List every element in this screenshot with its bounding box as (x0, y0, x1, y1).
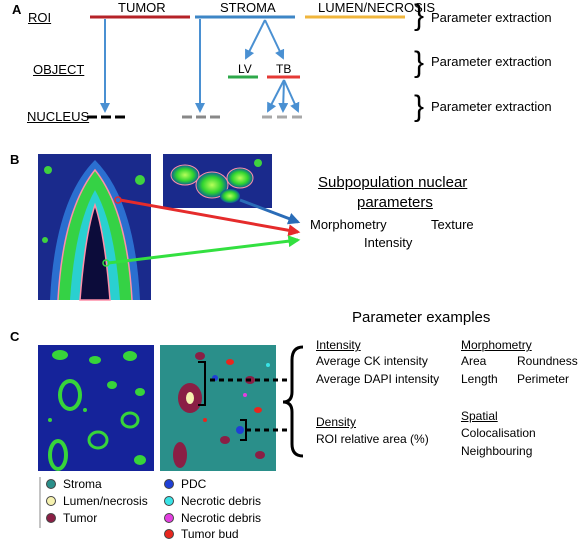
feature-intensity: Intensity (364, 235, 413, 250)
tb-nucleus-arrow-2 (278, 79, 289, 113)
density-item-area: ROI relative area (%) (316, 432, 429, 446)
group-density-heading: Density (316, 415, 357, 429)
legend-item-lumen-necrosis: Lumen/necrosis (46, 494, 148, 508)
object-lv-label: LV (238, 62, 252, 76)
morphometry-item-perimeter: Perimeter (517, 372, 570, 386)
small-bracket (198, 361, 206, 406)
legend-swatch (46, 513, 56, 523)
extraction-label-1: Parameter extraction (431, 10, 552, 25)
intensity-item-dapi: Average DAPI intensity (316, 372, 440, 386)
intensity-item-ck: Average CK intensity (316, 354, 428, 368)
legend-item-necrotic-debris-cyan: Necrotic debris (164, 494, 261, 508)
extraction-label-2: Parameter extraction (431, 54, 552, 69)
bud-image (163, 154, 272, 208)
legend-label: Tumor bud (181, 527, 239, 541)
spatial-item-colocalisation: Colocalisation (461, 426, 536, 440)
legend-swatch (164, 513, 174, 523)
region-lumen-label: LUMEN/NECROSIS (318, 0, 436, 15)
legend-item-stroma: Stroma (46, 477, 102, 491)
morphometry-item-roundness: Roundness (517, 354, 578, 368)
legend-item-tumor: Tumor (46, 511, 97, 525)
tb-nucleus-arrow-3 (283, 79, 300, 113)
region-stroma-label: STROMA (220, 0, 276, 15)
panel-a-letter: A (12, 2, 22, 17)
brace-2: } (414, 46, 424, 79)
legend-label: Lumen/necrosis (63, 494, 148, 508)
object-tb-label: TB (276, 62, 292, 76)
legend-label: PDC (181, 477, 207, 491)
legend-label: Necrotic debris (181, 494, 262, 508)
tissue-fluorescence-image (38, 345, 154, 471)
panel-b-title-line2: parameters (357, 194, 433, 211)
extraction-label-3: Parameter extraction (431, 99, 552, 114)
b-red-arrow (119, 198, 301, 237)
morphometry-item-area: Area (461, 354, 487, 368)
row-label-roi: ROI (28, 10, 52, 25)
tissue-segmentation-image (160, 345, 276, 471)
group-morphometry-heading: Morphometry (461, 338, 532, 352)
group-spatial-heading: Spatial (461, 409, 498, 423)
brace-3: } (414, 90, 424, 123)
panel-b-letter: B (10, 152, 20, 167)
small-bracket-2 (240, 419, 247, 441)
big-bracket (282, 345, 304, 458)
legend-item-necrotic-debris-magenta: Necrotic debris (164, 511, 261, 525)
b-blue-arrow (239, 198, 301, 225)
legend-swatch (46, 479, 56, 489)
legend-label: Stroma (63, 477, 102, 491)
row-label-nucleus: NUCLEUS (27, 109, 90, 124)
legend-swatch (164, 529, 174, 539)
panel-b-title-line1: Subpopulation nuclear (318, 174, 468, 191)
panel-c-title: Parameter examples (352, 309, 491, 326)
stroma-tb-arrow (264, 19, 285, 60)
tb-nucleus-arrow-1 (267, 79, 285, 113)
region-tumor-label: TUMOR (118, 0, 166, 15)
legend-label: Necrotic debris (181, 511, 262, 525)
feature-morphometry: Morphometry (310, 217, 387, 232)
b-green-arrow (107, 235, 301, 265)
panel-c-letter: C (10, 329, 20, 344)
spatial-item-neighbouring: Neighbouring (461, 444, 533, 458)
group-intensity-heading: Intensity (316, 338, 361, 352)
brace-1: } (414, 0, 424, 32)
morphometry-item-length: Length (461, 372, 498, 386)
legend-swatch (164, 479, 174, 489)
feature-texture: Texture (431, 217, 474, 232)
legend-item-tumor-bud: Tumor bud (164, 527, 239, 541)
legend-label: Tumor (63, 511, 98, 525)
gland-image (38, 154, 151, 301)
legend-swatch (46, 496, 56, 506)
stroma-lv-arrow (245, 19, 266, 60)
legend-swatch (164, 496, 174, 506)
row-label-object: OBJECT (33, 62, 85, 77)
legend-item-pdc: PDC (164, 477, 206, 491)
